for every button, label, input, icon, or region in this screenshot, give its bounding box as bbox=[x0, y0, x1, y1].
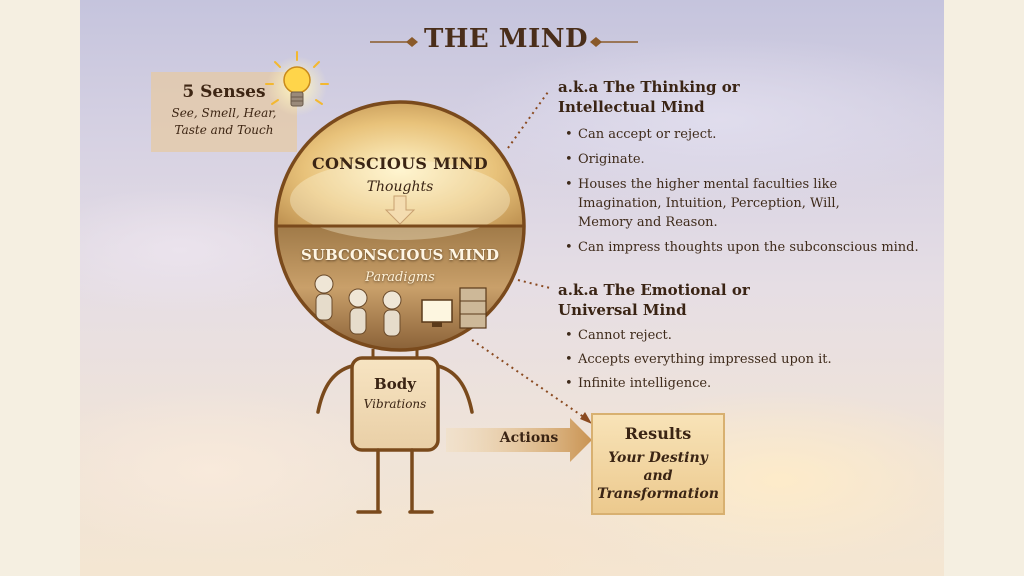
subconscious-mind-label: SUBCONSCIOUS MIND bbox=[301, 246, 499, 264]
senses-line-2: Taste and Touch bbox=[174, 123, 274, 137]
results-line-2: and bbox=[643, 468, 673, 484]
head-circle bbox=[274, 100, 526, 352]
conscious-bullet-3-cont-2: Memory and Reason. bbox=[578, 215, 718, 230]
diagram-panel: THE MIND 5 Senses See, Smell, Hear, Tast… bbox=[80, 0, 944, 576]
senses-line-1: See, Smell, Hear, bbox=[171, 106, 277, 120]
conscious-bullet-3-cont-1: Imagination, Intuition, Perception, Will… bbox=[578, 196, 840, 211]
left-arm bbox=[316, 364, 354, 414]
body-label: Body bbox=[374, 375, 416, 393]
results-title: Results bbox=[624, 424, 692, 443]
conscious-mind-label: CONSCIOUS MIND bbox=[312, 154, 488, 173]
conscious-heading-line-2: Intellectual Mind bbox=[558, 98, 705, 116]
computer-icon bbox=[421, 287, 487, 329]
conscious-bullet-4: Can impress thoughts upon the subconscio… bbox=[565, 240, 919, 255]
connector-results-arrowhead bbox=[580, 412, 592, 424]
connector-conscious bbox=[507, 91, 549, 149]
results-line-1: Your Destiny bbox=[608, 450, 708, 466]
subconscious-bullet-2: Accepts everything impressed upon it. bbox=[565, 352, 832, 367]
subconscious-bullet-1: Cannot reject. bbox=[565, 328, 672, 343]
conscious-bullet-1: Can accept or reject. bbox=[565, 127, 716, 142]
subconscious-heading-line-2: Universal Mind bbox=[558, 301, 687, 319]
right-arm bbox=[436, 364, 474, 414]
light-bulb-icon bbox=[265, 51, 329, 116]
subconscious-mind-sub: Paradigms bbox=[365, 270, 435, 285]
title-ornament-right bbox=[590, 37, 638, 47]
page-title: THE MIND bbox=[424, 24, 589, 54]
body-sub: Vibrations bbox=[363, 397, 427, 411]
subconscious-heading-line-1: a.k.a The Emotional or bbox=[558, 281, 750, 299]
conscious-mind-sub: Thoughts bbox=[366, 179, 434, 195]
actions-arrow bbox=[446, 418, 592, 462]
down-arrow-icon bbox=[384, 195, 416, 225]
actions-label: Actions bbox=[499, 430, 559, 446]
legs bbox=[356, 448, 434, 514]
results-line-3: Transformation bbox=[597, 486, 719, 502]
workers-illustration bbox=[314, 274, 402, 337]
results-box bbox=[591, 413, 725, 515]
title-ornament-left bbox=[370, 37, 418, 47]
conscious-heading-line-1: a.k.a The Thinking or bbox=[558, 78, 740, 96]
conscious-bullet-2: Originate. bbox=[565, 152, 645, 167]
diagram-graphics bbox=[151, 37, 725, 515]
conscious-bullet-3: Houses the higher mental faculties like bbox=[565, 177, 837, 192]
subconscious-bullet-3: Infinite intelligence. bbox=[565, 376, 711, 391]
senses-title: 5 Senses bbox=[182, 82, 266, 102]
body-box bbox=[350, 356, 440, 452]
